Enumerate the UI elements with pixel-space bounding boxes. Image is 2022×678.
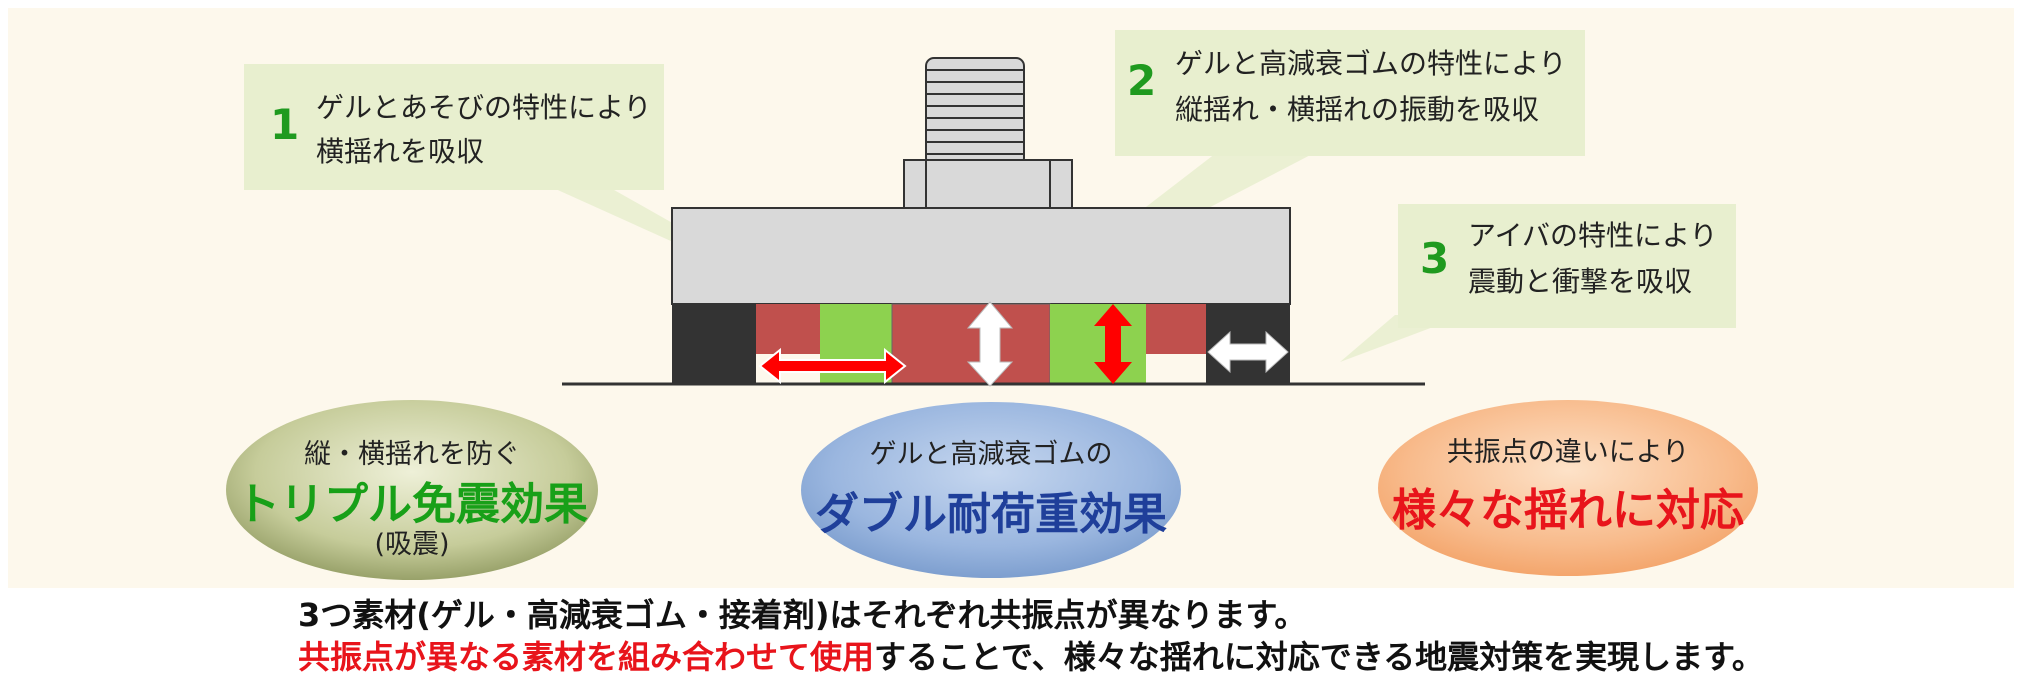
footer-line-1: 3つ素材(ゲル・高減衰ゴム・接着剤)はそれぞれ共振点が異なります。 bbox=[298, 596, 1307, 634]
effect-vibration-title: 様々な揺れに対応 bbox=[1392, 485, 1744, 536]
effect-triple: 縦・横揺れを防ぐ トリプル免震効果 (吸震) bbox=[226, 400, 598, 580]
rubber-left bbox=[756, 304, 820, 354]
red-horizontal-arrow bbox=[758, 347, 907, 385]
red-vertical-arrow bbox=[1094, 304, 1132, 384]
callout-2-line-2: 縦揺れ・横揺れの振動を吸収 bbox=[1175, 93, 1540, 126]
effect-triple-title: トリプル免震効果 bbox=[236, 479, 588, 530]
white-horizontal-arrow bbox=[1207, 330, 1289, 374]
footer-line-2-highlight: 共振点が異なる素材を組み合わせて使用 bbox=[298, 638, 875, 676]
effect-double-subtitle: ゲルと高減衰ゴムの bbox=[869, 439, 1113, 470]
callout-1: 1 ゲルとあそびの特性により 横揺れを吸収 bbox=[244, 64, 664, 190]
callout-1-line-1: ゲルとあそびの特性により bbox=[316, 91, 652, 124]
ellipse-double bbox=[801, 402, 1181, 578]
callout-3-line-2: 震動と衝撃を吸収 bbox=[1468, 265, 1693, 298]
callout-1-number: 1 bbox=[270, 100, 300, 149]
effect-double: ゲルと高減衰ゴムの ダブル耐荷重効果 bbox=[801, 402, 1181, 578]
effect-double-title: ダブル耐荷重効果 bbox=[815, 489, 1167, 540]
callout-2-number: 2 bbox=[1127, 56, 1157, 105]
footer-line-2: 共振点が異なる素材を組み合わせて使用することで、様々な揺れに対応できる地震対策を… bbox=[298, 632, 1764, 678]
bolt-thread bbox=[925, 57, 1025, 167]
callout-3: 3 アイバの特性により 震動と衝撃を吸収 bbox=[1398, 204, 1736, 328]
callout-1-line-2: 横揺れを吸収 bbox=[316, 135, 485, 168]
ellipse-vibration bbox=[1378, 400, 1758, 576]
rubber-right bbox=[1146, 304, 1206, 354]
white-vertical-arrow bbox=[966, 301, 1014, 387]
effect-triple-subtitle: 縦・横揺れを防ぐ bbox=[304, 439, 520, 470]
ellipse-triple bbox=[226, 400, 598, 580]
rubber-center bbox=[891, 303, 1051, 385]
nut bbox=[903, 159, 1073, 209]
top-plate bbox=[671, 207, 1291, 305]
effect-triple-note: (吸震) bbox=[374, 529, 450, 560]
gel-right bbox=[1050, 304, 1146, 384]
callout-2: 2 ゲルと高減衰ゴムの特性により 縦揺れ・横揺れの振動を吸収 bbox=[1115, 30, 1585, 156]
left-dark-block bbox=[672, 304, 756, 384]
footer-line-2-rest: することで、様々な揺れに対応できる地震対策を実現します。 bbox=[874, 638, 1764, 676]
effect-vibration: 共振点の違いにより 様々な揺れに対応 bbox=[1378, 400, 1758, 576]
callout-2-line-1: ゲルと高減衰ゴムの特性により bbox=[1175, 47, 1567, 80]
callout-3-number: 3 bbox=[1420, 234, 1450, 283]
effect-vibration-subtitle: 共振点の違いにより bbox=[1446, 437, 1690, 468]
callout-3-line-1: アイバの特性により bbox=[1468, 219, 1718, 252]
